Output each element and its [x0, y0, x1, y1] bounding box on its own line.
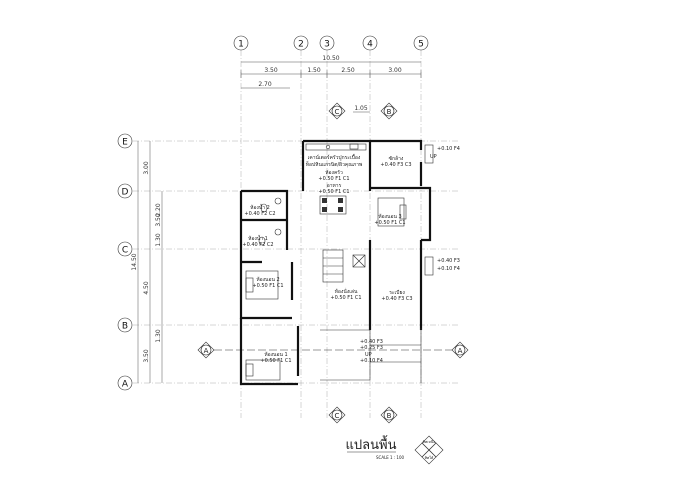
- room-level: +0.40 F3 C3: [381, 296, 412, 302]
- dim-top: 3.00: [388, 67, 402, 74]
- grid-row-label: C: [122, 246, 128, 256]
- room-level: +0.50 F1 C1: [374, 220, 405, 226]
- kitchen-note-2: ท็อปหินแกรนิต/ผิวคุณภาพ: [306, 160, 363, 168]
- grid-row-label: D: [122, 188, 129, 198]
- title-block: แปลนพื้น SCALE 1 : 100: [346, 435, 405, 460]
- room-name: ซักล้าง: [389, 155, 404, 162]
- dim-left: 4.50: [143, 281, 150, 295]
- room-name: ห้องนอน 2: [256, 276, 279, 283]
- level-front: +0.25 F3: [360, 345, 383, 351]
- room-name: ห้องนั่งเล่น: [335, 288, 358, 295]
- level-front: +0.10 F4: [360, 358, 383, 364]
- dim-left-inner: 3.50: [155, 213, 162, 227]
- section-label: A: [458, 347, 463, 355]
- section-label: C: [335, 108, 340, 116]
- dim-top: 3.50: [264, 67, 278, 74]
- room-level: +0.50 F1 C1: [252, 283, 283, 289]
- walls: [239, 139, 432, 386]
- grid-col-label: 5: [418, 40, 424, 50]
- section-label: B: [387, 412, 392, 420]
- scale-value: 1 : 100: [390, 455, 405, 460]
- plan-title: แปลนพื้น: [346, 435, 397, 453]
- grid-lines: [133, 50, 460, 418]
- level-annotations: +0.40 F3 +0.25 F3 UP +0.10 F4 +0.10 F4 U…: [360, 146, 460, 364]
- room-name: อาหาร: [327, 183, 342, 189]
- top-dimensions: 10.50 3.50 1.50 2.50 3.00 2.70 1.05: [240, 55, 422, 113]
- grid-row-bubbles: E D C B A: [117, 133, 133, 391]
- compass-icon: ทิศเหนือ ทิศใต้: [414, 435, 444, 465]
- dim-left-inner: 2.20: [155, 203, 162, 217]
- dim-left: 3.00: [143, 161, 150, 175]
- grid-column-bubbles: 1 2 3 4 5: [233, 35, 429, 51]
- room-level: +0.40 F3 C3: [380, 162, 411, 168]
- level-front: +0.40 F3: [360, 339, 383, 345]
- room-name: ระเบียง: [389, 289, 405, 296]
- compass-label: ทิศเหนือ: [423, 439, 436, 444]
- dim-total-width: 10.50: [322, 55, 339, 62]
- dim-left: 3.50: [143, 349, 150, 363]
- level-right: +0.40 F3: [437, 258, 460, 264]
- kitchen-note: เคาน์เตอร์ครัวปูกระเบื้อง: [308, 152, 361, 161]
- room-level: +0.50 F1 C1: [330, 295, 361, 301]
- room-level: +0.50 F1 C1: [318, 189, 349, 195]
- section-label: B: [387, 108, 392, 116]
- grid-col-label: 1: [238, 40, 244, 50]
- room-name: ห้องน้ำ 1: [248, 233, 268, 242]
- level-right: UP: [430, 154, 437, 160]
- section-label: A: [204, 347, 209, 355]
- grid-col-label: 2: [298, 40, 304, 50]
- dim-second: 1.05: [354, 105, 368, 112]
- room-level: +0.40 F2 C2: [244, 211, 275, 217]
- grid-row-label: B: [122, 322, 128, 332]
- room-level: +0.50 F1 C1: [260, 358, 291, 364]
- room-level: +0.40 F2 C2: [242, 242, 273, 248]
- section-label: C: [335, 412, 340, 420]
- dim-total-height: 14.50: [131, 253, 138, 270]
- furniture: [245, 143, 434, 381]
- grid-row-label: A: [122, 380, 129, 390]
- dim-second: 2.70: [258, 81, 272, 88]
- room-labels: เคาน์เตอร์ครัวปูกระเบื้อง ท็อปหินแกรนิต/…: [242, 152, 412, 364]
- dim-top: 2.50: [341, 67, 355, 74]
- dim-left-inner: 1.30: [155, 233, 162, 247]
- room-name: ห้องน้ำ 2: [250, 202, 270, 211]
- grid-row-label: E: [122, 138, 128, 148]
- level-right: +0.10 F4: [437, 266, 460, 272]
- left-dimensions: 14.50 3.00 4.50 3.50 3.50 2.20 1.30 1.30: [131, 141, 163, 383]
- section-markers: C B C B A A: [197, 102, 469, 424]
- level-right: +0.10 F4: [437, 146, 460, 152]
- room-name: ห้องนอน 3: [378, 213, 401, 220]
- room-name: ห้องนอน 1: [264, 351, 287, 358]
- level-front: UP: [365, 352, 372, 358]
- compass-label: ทิศใต้: [425, 455, 434, 460]
- grid-col-label: 4: [367, 40, 373, 50]
- room-level: +0.50 F1 C1: [318, 176, 349, 182]
- dim-left-inner: 1.30: [155, 329, 162, 343]
- scale-label: SCALE: [376, 455, 389, 460]
- dim-top: 1.50: [307, 67, 321, 74]
- room-name: ห้องครัว: [325, 169, 343, 176]
- grid-col-label: 3: [324, 40, 330, 50]
